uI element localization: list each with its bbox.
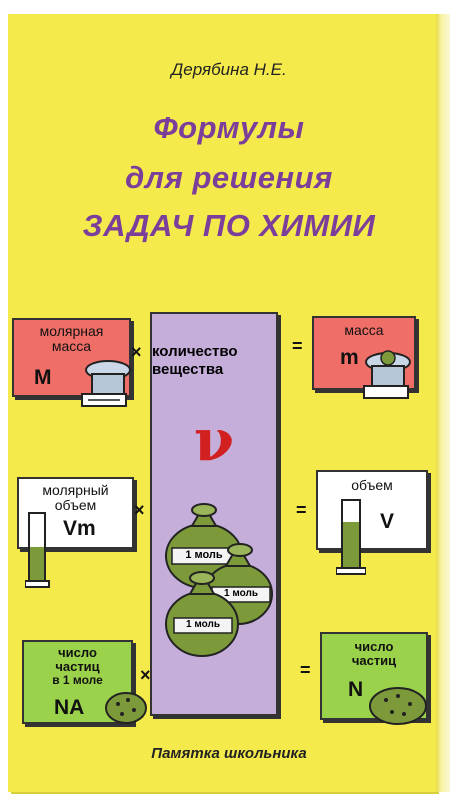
amount-of-substance-box: количество вещества ν 1 моль 1 моль 1 мо…: [150, 312, 278, 716]
mole-bag-3: [165, 571, 239, 657]
equals-sign-3: =: [300, 660, 311, 680]
particles-pile-icon: [105, 692, 147, 724]
title-line-3: ЗАДАЧ ПО ХИМИИ: [82, 208, 376, 243]
mass-symbol: m: [340, 346, 359, 369]
scale-icon: [81, 360, 131, 407]
bag-label-1: 1 моль: [185, 549, 223, 561]
avogadro-symbol: NA: [54, 696, 85, 719]
footer-subtitle: Памятка школьника: [151, 745, 307, 762]
number-of-particles-box: число частиц N: [320, 632, 428, 725]
avogadro-label-1: число: [58, 645, 97, 660]
multiply-sign-2: ×: [134, 500, 145, 520]
particles-label-2: частиц: [351, 653, 397, 668]
equals-sign-1: =: [292, 336, 303, 356]
measuring-cylinder-icon: [25, 512, 50, 588]
scale-with-weight-icon: [363, 350, 411, 399]
bag-label-3: 1 моль: [186, 619, 220, 630]
molar-mass-symbol: M: [34, 366, 52, 389]
mass-box: масса m: [312, 316, 416, 399]
amount-label-2: вещества: [152, 361, 224, 378]
molar-mass-label-1: молярная: [39, 323, 104, 339]
author-name: Дерябина Н.Е.: [171, 60, 287, 79]
particles-pile-icon: [369, 687, 427, 725]
multiply-sign-1: ×: [131, 342, 142, 362]
book-spine-edge: [436, 14, 450, 792]
molar-volume-symbol: Vm: [63, 517, 96, 540]
molar-mass-label-2: масса: [51, 338, 92, 354]
particles-label-1: число: [354, 639, 394, 654]
title-line-2: для решения: [125, 160, 333, 195]
molar-volume-box: молярный объем Vm: [17, 477, 134, 588]
volume-label: объем: [351, 477, 393, 493]
molar-volume-label-2: объем: [54, 497, 97, 513]
volume-symbol: V: [380, 510, 395, 533]
volume-box: объем V: [316, 470, 428, 575]
amount-label-1: количество: [152, 343, 238, 360]
nu-symbol: ν: [193, 406, 235, 474]
mass-label: масса: [344, 322, 384, 338]
multiply-sign-3: ×: [140, 665, 151, 685]
avogadro-number-box: число частиц в 1 моле NA: [22, 640, 147, 724]
measuring-cylinder-icon: [336, 499, 366, 575]
avogadro-label-2: частиц: [55, 659, 100, 674]
title-line-1: Формулы: [153, 110, 305, 145]
particles-symbol: N: [348, 678, 364, 701]
mole-bags-icon: [165, 503, 273, 657]
equals-sign-2: =: [296, 500, 307, 520]
molar-mass-box: молярная масса M: [12, 318, 131, 407]
avogadro-label-3: в 1 моле: [52, 673, 103, 687]
bag-label-2: 1 моль: [224, 588, 258, 599]
molar-volume-label-1: молярный: [42, 482, 109, 498]
